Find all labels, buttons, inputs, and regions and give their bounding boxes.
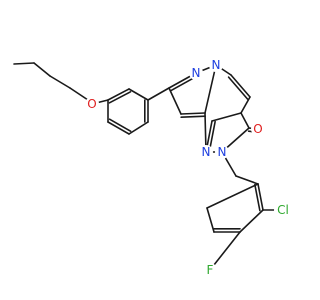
bond-y2-y3 <box>240 96 251 114</box>
atom-label-layer: O N N O N N Cl F <box>85 58 292 277</box>
bond-a2-a3 <box>128 88 149 101</box>
bond-a3-p1 <box>147 87 170 101</box>
bond-y1-y2 <box>230 74 251 98</box>
atom-N4: N <box>199 145 213 159</box>
bond-b1-b2 <box>257 183 264 211</box>
bond-c3-c4 <box>49 75 71 89</box>
atom-label-N3: N <box>218 145 227 159</box>
double-bond-a5-a6 <box>108 118 132 133</box>
bond-c2-c3 <box>33 62 51 77</box>
atom-label-Cl: Cl <box>277 203 289 217</box>
atom-label-O-carbonyl: O <box>253 122 262 136</box>
atom-N1: N <box>189 66 203 80</box>
molecule-structure-diagram: O N N O N N Cl F <box>13 58 292 277</box>
double-bond-b1-b2 <box>254 183 261 212</box>
bond-a4-a5 <box>128 121 149 135</box>
bond-p5-p4 <box>180 112 206 115</box>
bond-b4-b5 <box>206 207 215 233</box>
bond-a5-a6 <box>107 121 130 135</box>
atom-label-N4: N <box>202 145 211 159</box>
atom-label-N1: N <box>192 66 201 80</box>
bond-b3-f <box>209 231 241 271</box>
bond-y3-k5 <box>211 112 242 122</box>
atom-label-N2: N <box>212 58 221 72</box>
bond-b2-b3 <box>239 209 264 233</box>
bond-m1-b1 <box>235 175 259 185</box>
bond-p4-pN2 <box>204 64 217 114</box>
double-bond-a1-a2 <box>108 91 132 104</box>
double-bond-p5-p4 <box>180 115 206 118</box>
atom-N3: N <box>215 145 229 159</box>
atom-label-O-ether: O <box>87 97 96 111</box>
bond-a1-a2 <box>107 88 130 101</box>
atom-Cl: Cl <box>274 201 292 219</box>
atom-F: F <box>203 263 217 277</box>
bond-y3-k1 <box>240 112 250 129</box>
bond-c4-c5 <box>69 87 89 101</box>
atom-label-F: F <box>207 263 214 277</box>
atom-O-carbonyl: O <box>251 122 265 136</box>
atom-N2: N <box>209 58 223 72</box>
bond-p1-p5 <box>168 87 182 115</box>
bond-c1-c2 <box>13 62 35 65</box>
atom-O-ether: O <box>85 97 99 111</box>
double-bond-y1-y2 <box>227 76 249 100</box>
bond-layer <box>13 62 284 271</box>
bond-b5-b1 <box>206 183 259 209</box>
